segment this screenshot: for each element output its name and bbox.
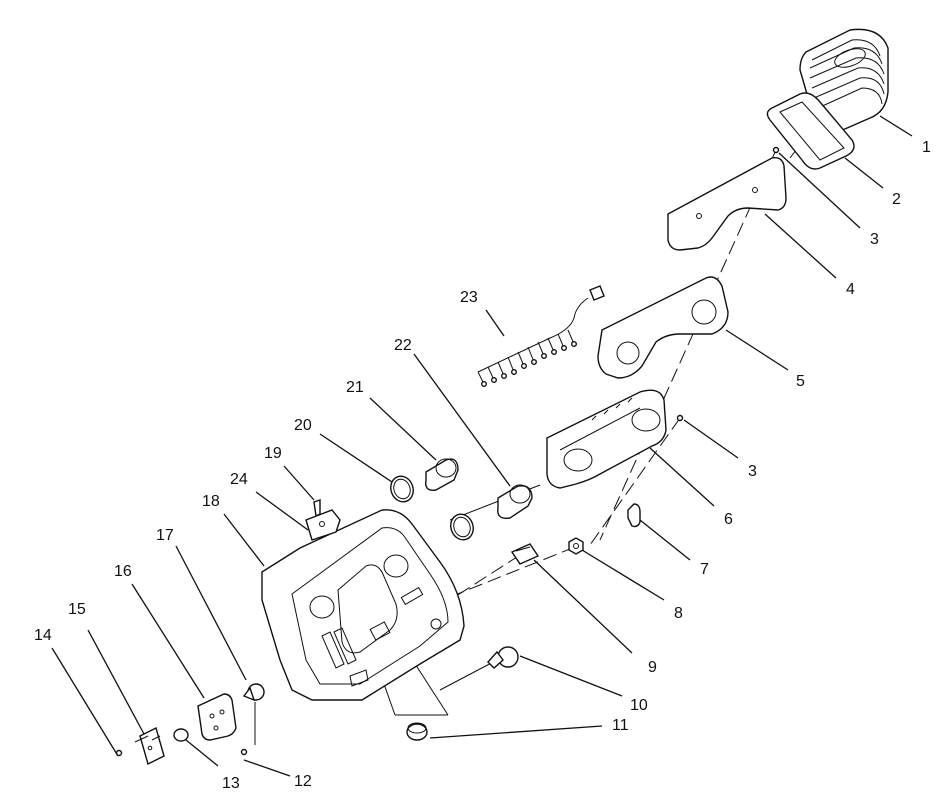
part-22-gauge: [497, 484, 533, 519]
callout-15: 15: [68, 601, 86, 618]
callout-12: 12: [294, 773, 312, 790]
callout-11: 11: [612, 717, 629, 734]
part-17-bulb: [242, 683, 265, 702]
callout-1: 1: [922, 139, 931, 156]
part-19-screw: [313, 499, 321, 518]
callout-17: 17: [156, 527, 174, 544]
part-16-switch-plate: [197, 693, 237, 741]
callout-16: 16: [114, 563, 132, 580]
part-4-plate: [667, 156, 787, 251]
callout-2: 2: [892, 191, 901, 208]
part-7-clip: [627, 503, 641, 528]
part-20-ring: [390, 475, 474, 541]
callout-19: 19: [264, 445, 282, 462]
callout-13: 13: [222, 775, 240, 792]
part-15-bracket: [134, 726, 165, 766]
callout-9: 9: [648, 659, 657, 676]
part-8-nut: [568, 537, 584, 555]
callout-8: 8: [674, 605, 683, 622]
callout-18: 18: [202, 493, 220, 510]
callout-14: 14: [34, 627, 52, 644]
callout-7: 7: [700, 561, 709, 578]
part-24-bracket: [305, 509, 341, 541]
part-6-gauge-housing: [546, 389, 667, 489]
callout-5: 5: [796, 373, 805, 390]
callout-10: 10: [630, 697, 648, 714]
leader-lines: [51, 115, 913, 777]
part-5-panel: [597, 276, 729, 379]
part-18-dash-housing: [261, 509, 465, 701]
part-11-connector: [406, 722, 428, 741]
part-10-light: [487, 646, 519, 669]
part-3-screw-upper: [772, 146, 780, 154]
callout-24: 24: [230, 471, 248, 488]
part-12-screw: [240, 748, 248, 756]
callout-22: 22: [394, 337, 412, 354]
callout-3b: 3: [748, 463, 757, 480]
part-23-wire-harness: [477, 285, 605, 388]
callout-6: 6: [724, 511, 733, 528]
callout-3: 3: [870, 231, 879, 248]
part-21-gauge: [425, 458, 459, 491]
callout-21: 21: [346, 379, 364, 396]
part-13-knob: [173, 728, 189, 742]
callout-labels: 1 2 3 4 5 3 6 7 8 9 10 11 12 13 14 15 16…: [34, 139, 931, 792]
part-3-screw-lower: [676, 414, 684, 422]
callout-4: 4: [846, 281, 855, 298]
callout-20: 20: [294, 417, 312, 434]
callout-23: 23: [460, 289, 478, 306]
part-9-switch: [510, 543, 540, 565]
part-2-gasket: [766, 92, 855, 170]
